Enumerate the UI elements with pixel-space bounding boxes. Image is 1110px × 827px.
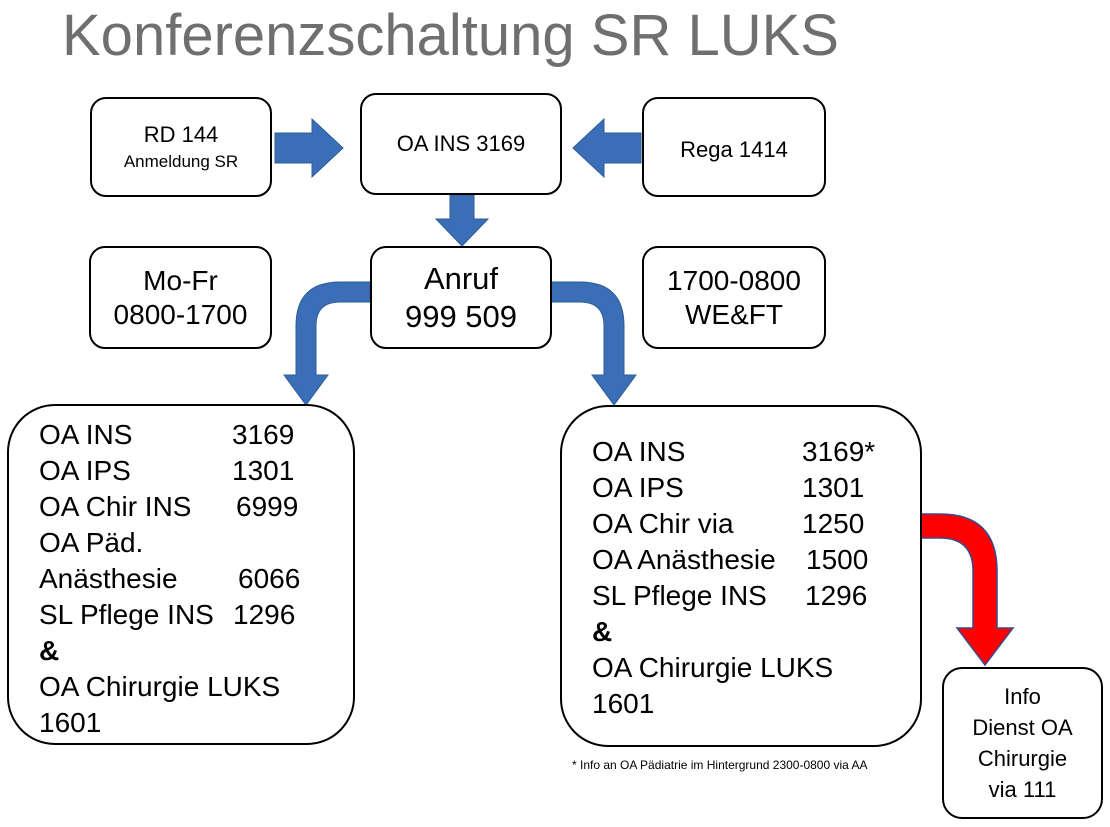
contact-name: OA INS [39,419,133,450]
contact-number: 1250 [802,508,865,539]
page-title: Konferenzschaltung SR LUKS [62,3,839,68]
info-line: Info [1004,684,1041,709]
anruf-label: Anruf [423,260,499,296]
contact-name: OA Anästhesie [592,544,776,575]
info-line: Chirurgie [977,746,1068,771]
list-item: OA Päd. [39,525,300,561]
list-item: OA IPS 1301 [592,470,875,506]
contact-number: 6999 [236,491,299,522]
daytime-contacts-list: OA INS 3169 OA IPS 1301 OA Chir INS 6999 OA… [39,417,300,741]
list-item: OA Anästhesie 1500 [592,542,875,578]
rega-label: Rega 1414 [680,137,788,162]
contact-number: 1296 [233,599,296,630]
rd-subtitle: Anmeldung SR [123,152,239,171]
contact-name: SL Pflege INS [39,599,214,630]
offhours-days: WE&FT [685,298,783,330]
list-item: SL Pflege INS 1296 [592,578,875,614]
anruf-box: Anruf 999 509 [370,246,552,349]
contact-number: 3169* [802,436,876,467]
arrow-curve-anruf-to-left [283,281,371,406]
weekday-hours-box: Mo-Fr 0800-1700 [89,246,272,349]
contact-name: OA Chirurgie LUKS [592,652,834,683]
arrow-curve-anruf-to-right [549,281,637,406]
weekday-time: 0800-1700 [113,298,248,330]
list-item: OA Chir INS 6999 [39,489,300,525]
list-item: OA INS 3169 [39,417,300,453]
contact-number: 1601 [39,707,102,738]
contact-name: SL Pflege INS [592,580,767,611]
contact-name: OA IPS [592,472,684,503]
list-item: OA Chir via 1250 [592,506,875,542]
contact-name: OA IPS [39,455,131,486]
rd-title: RD 144 [143,122,219,147]
contact-number: 1601 [592,688,655,719]
contact-number: 6066 [238,563,301,594]
contact-number: 1296 [805,580,868,611]
oa-ins-label: OA INS 3169 [396,131,526,156]
contact-name: OA Chirurgie LUKS [39,671,281,702]
offhours-contacts-list: OA INS 3169* OA IPS 1301 OA Chir via 1250 O… [592,434,875,722]
list-item: OA IPS 1301 [39,453,300,489]
ampersand: & [592,616,613,647]
arrow-down-oa-to-anruf [434,194,490,247]
contact-name: OA INS [592,436,686,467]
weekday-days: Mo-Fr [143,264,218,296]
rega-box: Rega 1414 [642,97,826,197]
ampersand: & [39,635,60,666]
oa-ins-box: OA INS 3169 [360,93,562,195]
contact-name: OA Chir via [592,508,734,539]
offhours-contacts-box: OA INS 3169* OA IPS 1301 OA Chir via 1250 O… [560,405,922,747]
offhours-box: 1700-0800 WE&FT [642,246,826,349]
daytime-contacts-box: OA INS 3169 OA IPS 1301 OA Chir INS 6999 OA… [7,404,355,745]
contact-name: Anästhesie [39,563,178,594]
contact-number: 1301 [802,472,865,503]
info-line: Dienst OA [972,715,1073,740]
arrow-left-rega-to-oa [572,117,642,179]
contact-name: OA Chir INS [39,491,192,522]
contact-number: 1301 [232,455,295,486]
offhours-time: 1700-0800 [667,264,801,296]
footnote: * Info an OA Pädiatrie im Hintergrund 23… [572,758,868,772]
arrow-red-chir-to-info [875,513,1015,667]
list-item: SL Pflege INS 1296 [39,597,300,633]
contact-number: 1500 [806,544,869,575]
arrow-right-rd-to-oa [274,117,344,179]
contact-name: OA Päd. [39,527,144,558]
info-line: via 111 [988,777,1057,802]
list-item: OA INS 3169* [592,434,875,470]
info-box: Info Dienst OA Chirurgie via 111 [942,667,1103,819]
contact-number: 3169 [232,419,295,450]
rd-box: RD 144 Anmeldung SR [90,97,272,197]
anruf-number: 999 509 [404,298,518,334]
list-item: Anästhesie 6066 [39,561,300,597]
